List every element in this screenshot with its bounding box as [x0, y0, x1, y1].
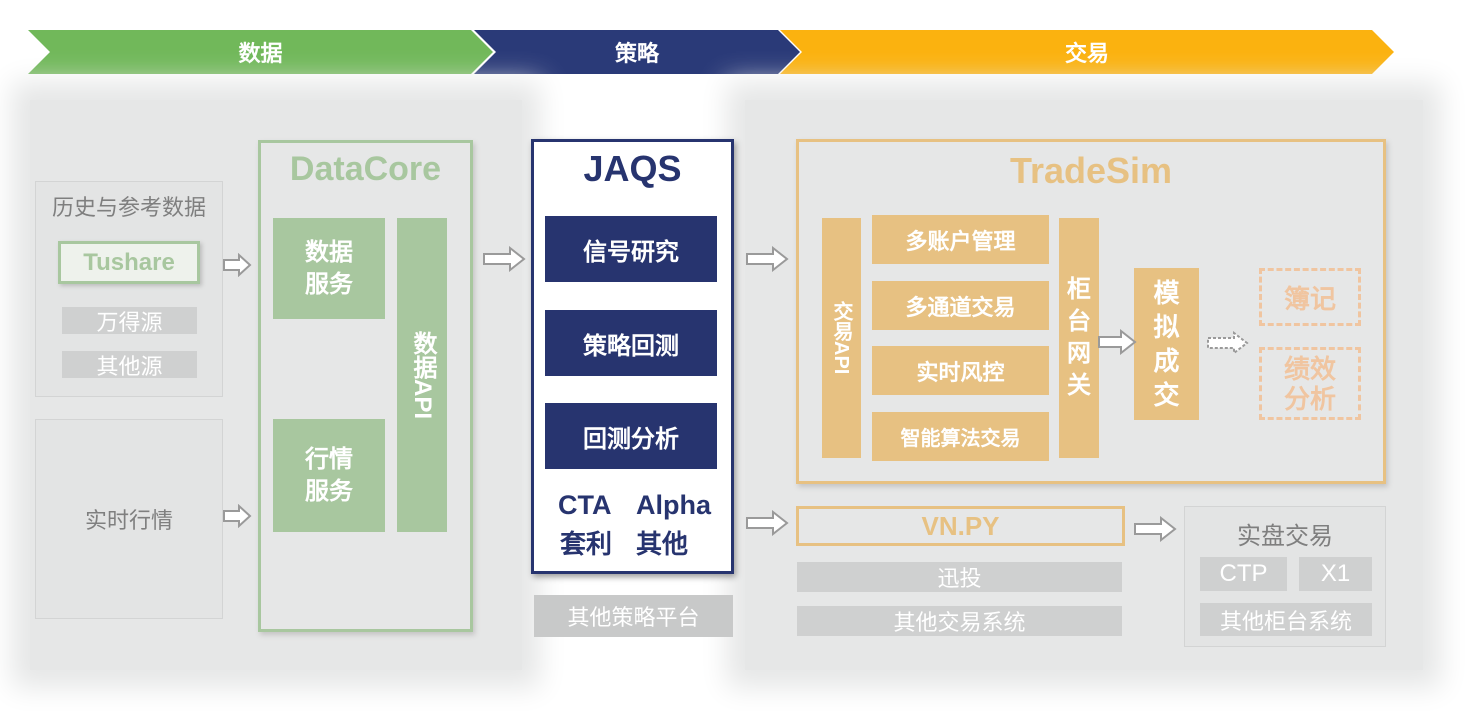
tushare-box: Tushare — [58, 241, 200, 284]
market-service-label: 行情服务 — [305, 445, 353, 505]
arbitrage-label: 套利 — [560, 529, 613, 559]
live-trading-title: 实盘交易 — [1237, 523, 1333, 550]
arrow-realtime-to-datacore — [222, 504, 252, 528]
realtime-box: 实时行情 — [35, 419, 223, 619]
data-service: 数据服务 — [273, 218, 385, 319]
vnpy-box: VN.PY — [796, 506, 1125, 546]
counter-gateway-label: 柜台网关 — [1067, 276, 1091, 399]
ctp-box: CTP — [1200, 557, 1287, 591]
performance-label: 绩效分析 — [1283, 353, 1336, 414]
dashed-arrow-sim-to-ledger — [1206, 331, 1250, 355]
jaqs-title: JAQS — [583, 148, 682, 189]
market-service: 行情服务 — [273, 419, 385, 532]
alpha-label: Alpha — [636, 490, 712, 520]
data-api-bar: 数据API — [397, 218, 447, 532]
arrow-jaqs-to-tradesim — [745, 246, 789, 272]
performance-box: 绩效分析 — [1259, 347, 1361, 420]
trade-api-bar: 交易API — [822, 218, 861, 458]
banner-data: 数据 — [28, 30, 493, 74]
sim-match-label: 模拟成交 — [1153, 278, 1180, 410]
xuntou-bar: 迅投 — [797, 562, 1122, 592]
banner-trade: 交易 — [780, 30, 1394, 74]
wind-source: 万得源 — [62, 307, 197, 335]
backtest-analysis: 回测分析 — [545, 403, 717, 469]
history-title: 历史与参考数据 — [51, 195, 206, 220]
datacore-title: DataCore — [289, 150, 442, 188]
multi-channel: 多通道交易 — [872, 281, 1049, 330]
risk-control: 实时风控 — [872, 346, 1049, 395]
signal-research: 信号研究 — [545, 216, 717, 282]
algo-trading: 智能算法交易 — [872, 412, 1049, 461]
arrow-jaqs-to-vnpy — [745, 510, 789, 536]
other-trade-system-bar: 其他交易系统 — [797, 606, 1122, 636]
arrow-history-to-datacore — [222, 253, 252, 277]
other-source: 其他源 — [62, 351, 197, 379]
data-service-label: 数据服务 — [305, 238, 353, 298]
cta-label: CTA — [558, 490, 612, 520]
arrow-datacore-to-jaqs — [482, 246, 526, 272]
data-api-label: 数据API — [409, 330, 436, 419]
other-counter-box: 其他柜台系统 — [1200, 603, 1372, 636]
other-strategy-platform: 其他策略平台 — [534, 595, 733, 637]
x1-box: X1 — [1299, 557, 1372, 591]
other-label: 其他 — [636, 529, 689, 559]
multi-account: 多账户管理 — [872, 215, 1049, 264]
strategy-backtest: 策略回测 — [545, 310, 717, 376]
arrow-gateway-to-sim — [1097, 329, 1137, 355]
banner-strategy: 策略 — [474, 30, 800, 74]
ledger-box: 簿记 — [1259, 268, 1361, 326]
counter-gateway: 柜台网关 — [1059, 218, 1099, 458]
arrow-vnpy-to-live — [1133, 516, 1177, 542]
tradesim-title: TradeSim — [1009, 150, 1173, 191]
trade-api-label: 交易API — [830, 301, 852, 375]
sim-match: 模拟成交 — [1134, 268, 1199, 420]
